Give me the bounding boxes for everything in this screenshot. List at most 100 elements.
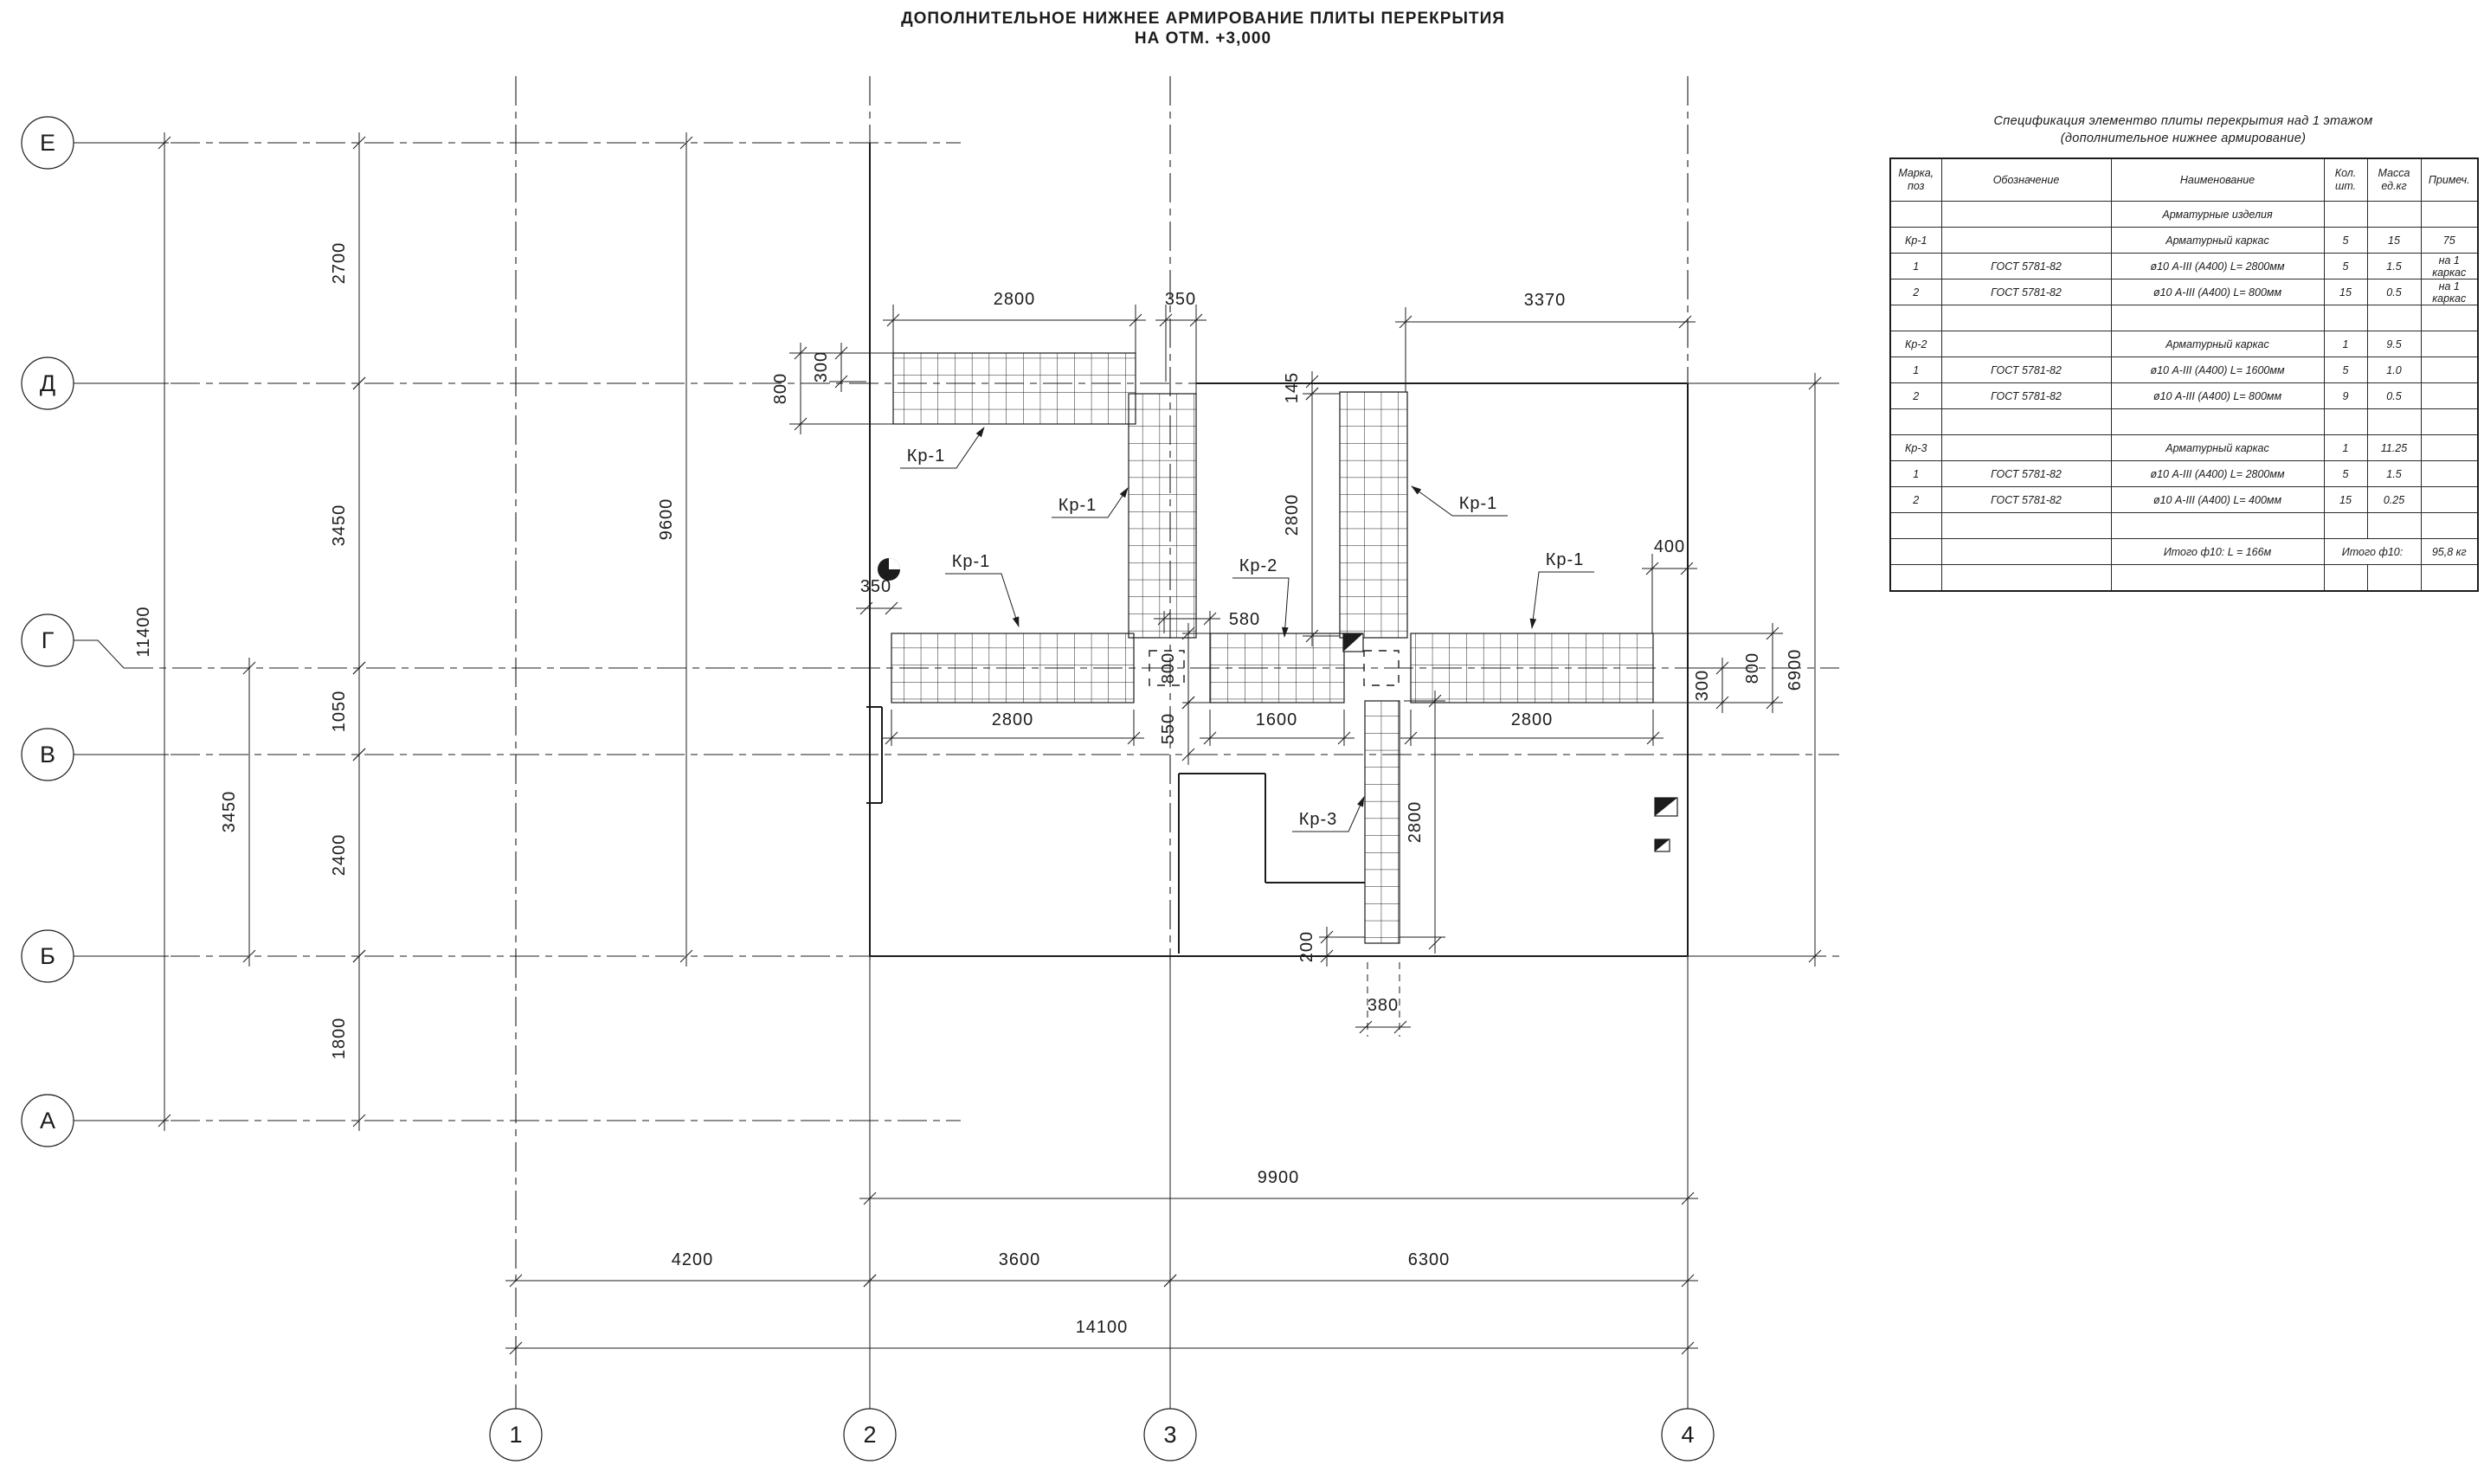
spec-cell <box>1889 512 1942 539</box>
spec-cell <box>1940 538 2112 565</box>
spec-cell: 2 <box>1889 382 1942 409</box>
leader-line <box>1529 571 1594 629</box>
spec-cell: Кр-2 <box>1889 331 1942 357</box>
dim-tick <box>885 731 898 745</box>
dim-label: 2800 <box>1406 801 1425 844</box>
grid-axis-label-Е: Е <box>40 130 55 156</box>
spec-cell <box>1889 538 1942 565</box>
dim-tick <box>834 346 848 360</box>
section-mark-fill-icon <box>1655 798 1677 816</box>
spec-cell: ø10 А-III (А400) L= 1600мм <box>2110 357 2325 383</box>
dim-tick <box>1404 731 1418 745</box>
section-mark-fill-icon <box>1655 839 1670 851</box>
rebar-cage-Кр-1 <box>1410 633 1654 703</box>
dim-tick <box>352 661 366 675</box>
dim-tick <box>1320 949 1334 963</box>
dim-tick <box>1203 612 1217 626</box>
dim-tick <box>1681 1274 1695 1288</box>
dim-tick <box>1399 315 1413 329</box>
spec-cell: 0.5 <box>2366 382 2422 409</box>
dim-tick <box>242 661 256 675</box>
dim-tick <box>1678 315 1692 329</box>
dim-label: 6900 <box>1786 649 1805 691</box>
dim-tick <box>1157 612 1171 626</box>
spec-row-empty <box>1889 564 2479 592</box>
cage-tag-Кр-3: Кр-3 <box>1299 810 1338 829</box>
dim-label: 14100 <box>1076 1318 1129 1337</box>
spec-cell: ГОСТ 5781-82 <box>1940 279 2112 305</box>
dim-label: 3450 <box>220 791 239 833</box>
column-outline-icon <box>1149 650 1185 686</box>
dim-tick <box>158 1114 171 1127</box>
spec-cell: 15 <box>2366 227 2422 254</box>
spec-cell: ø10 А-III (А400) L= 2800мм <box>2110 253 2325 279</box>
spec-col-header: Обозначение <box>1940 157 2112 202</box>
spec-cell: 5 <box>2323 357 2368 383</box>
dim-tick <box>1766 626 1779 640</box>
dim-tick <box>1428 936 1442 950</box>
grid-axis-bubble <box>489 1408 543 1462</box>
grid-axis-bubble <box>21 728 74 781</box>
spec-cell <box>1940 227 2112 254</box>
dim-tick <box>1181 748 1195 761</box>
grid-axis-label-Г: Г <box>42 627 55 653</box>
dim-tick <box>1766 696 1779 710</box>
grid-axis-label-А: А <box>40 1108 55 1134</box>
spec-cell: ГОСТ 5781-82 <box>1940 460 2112 487</box>
spec-cell <box>1940 564 2112 592</box>
spec-col-header: Примеч. <box>2420 157 2479 202</box>
spec-cell <box>2323 564 2368 592</box>
dim-tick <box>1159 313 1173 327</box>
spec-cell <box>2366 201 2422 228</box>
dim-tick <box>1715 696 1729 710</box>
spec-cell <box>1940 512 2112 539</box>
dim-tick <box>886 313 900 327</box>
spec-cell: 0.25 <box>2366 486 2422 513</box>
spec-cell: ø10 А-III (А400) L= 400мм <box>2110 486 2325 513</box>
spec-cell: 5 <box>2323 460 2368 487</box>
cage-labels: Кр-1Кр-1Кр-1Кр-1Кр-1Кр-2Кр-3 <box>900 427 1594 832</box>
spec-cell <box>2110 564 2325 592</box>
spec-cell <box>2420 460 2479 487</box>
spec-cell <box>2420 486 2479 513</box>
opening-mark-wedge-icon <box>889 558 900 569</box>
spec-cell <box>2366 564 2422 592</box>
grid-axis-bubble <box>843 1408 897 1462</box>
dim-label: 350 <box>1165 290 1196 309</box>
dim-label: 800 <box>1743 652 1762 684</box>
cage-tag-Кр-1: Кр-1 <box>952 552 991 571</box>
dim-label: 3370 <box>1524 291 1567 310</box>
spec-cell: 11.25 <box>2366 434 2422 461</box>
spec-cell: Кр-1 <box>1889 227 1942 254</box>
dim-label: 4200 <box>672 1250 714 1269</box>
spec-cell: ГОСТ 5781-82 <box>1940 357 2112 383</box>
grid-axis-label-3: 3 <box>1163 1422 1176 1448</box>
spec-cell <box>2366 512 2422 539</box>
spec-cell <box>2420 512 2479 539</box>
spec-cell <box>2420 564 2479 592</box>
grid-leader <box>74 639 125 669</box>
spec-cell: 5 <box>2323 253 2368 279</box>
spec-cell: 1 <box>1889 460 1942 487</box>
dim-label: 2800 <box>1283 494 1302 536</box>
dim-tick <box>1428 694 1442 708</box>
dim-tick <box>1715 661 1729 675</box>
spec-row-empty <box>1889 408 2479 435</box>
dim-tick <box>1646 731 1660 745</box>
rebar-cage-Кр-1 <box>892 352 1136 425</box>
spec-cell <box>1940 201 2112 228</box>
rebar-cage-Кр-2 <box>1209 633 1345 703</box>
spec-cell <box>1940 434 2112 461</box>
spec-cell: 75 <box>2420 227 2479 254</box>
spec-cell <box>2110 512 2325 539</box>
spec-cell: 0.5 <box>2366 279 2422 305</box>
rebar-cage-Кр-1 <box>1128 393 1197 639</box>
